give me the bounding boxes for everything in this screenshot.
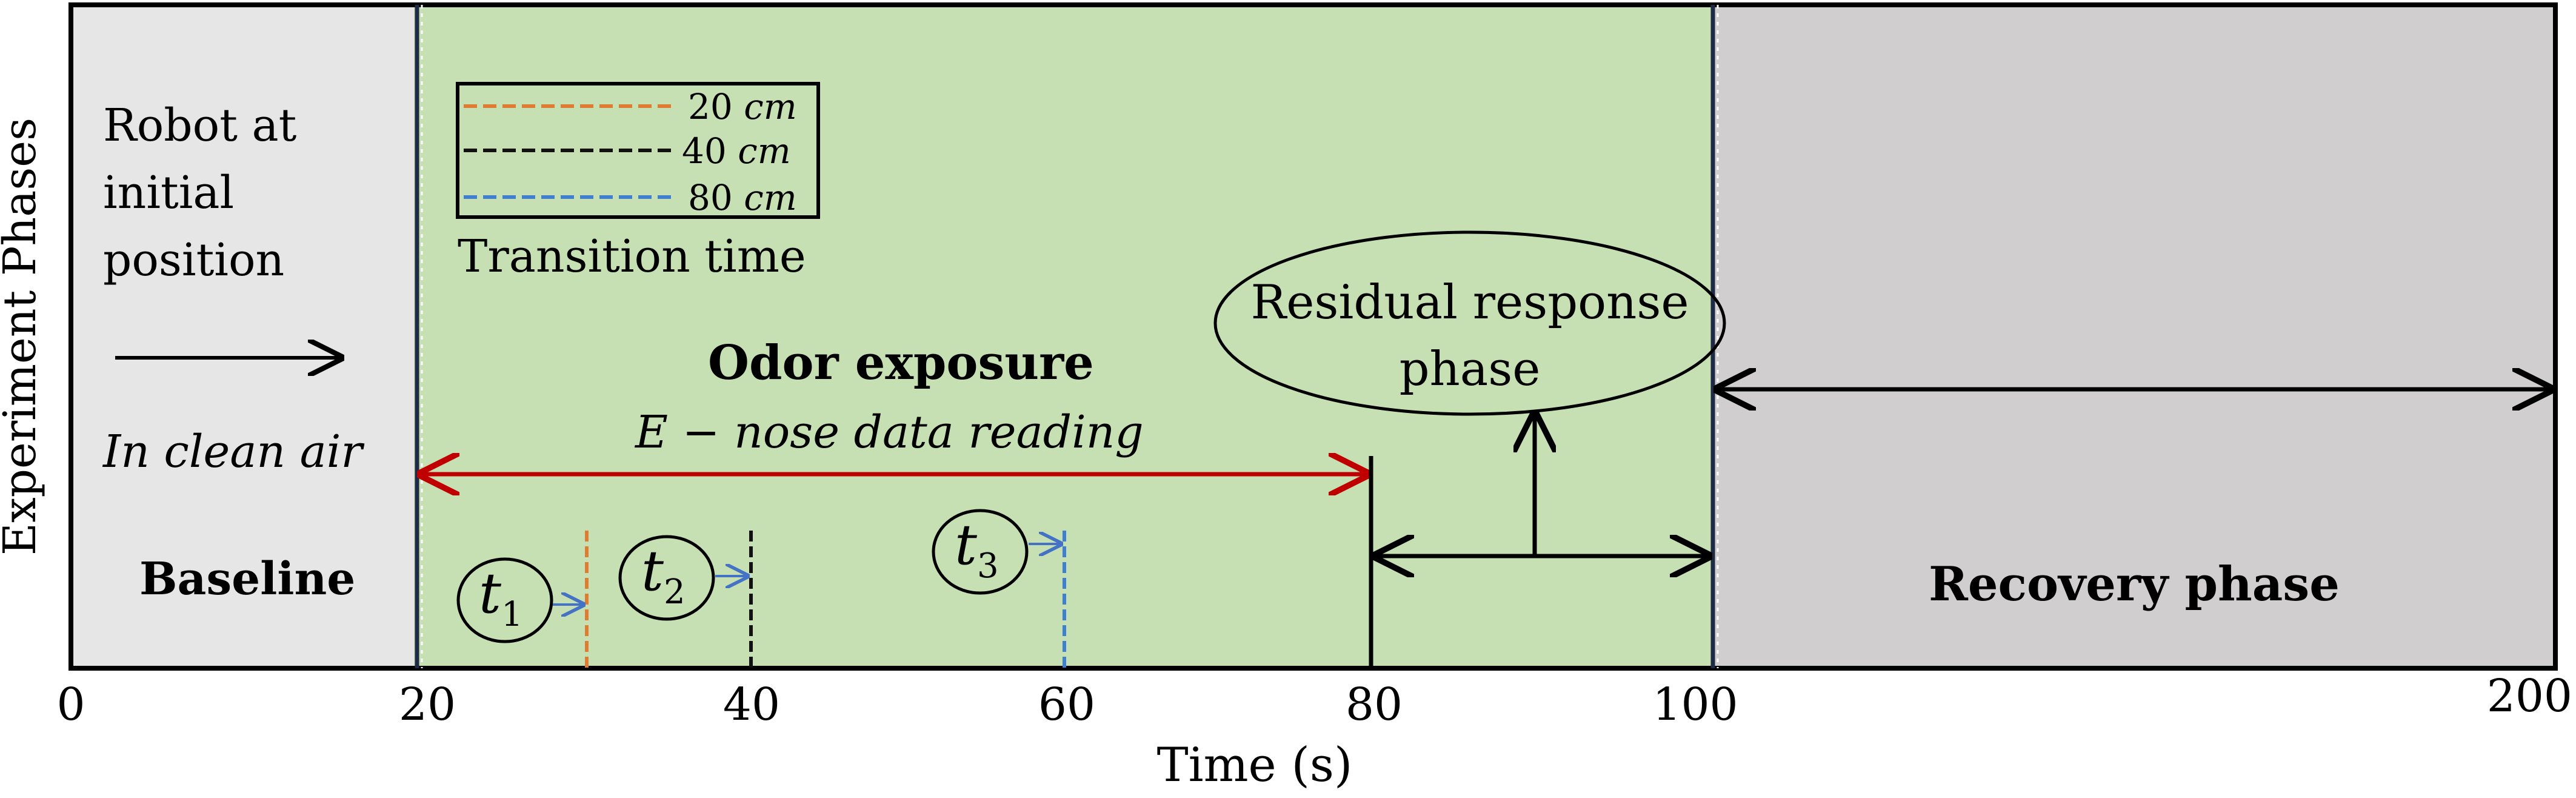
baseline-title: Baseline: [139, 553, 355, 605]
x-tick-60: 60: [1038, 679, 1095, 731]
x-tick-200: 200: [2487, 670, 2572, 722]
legend-box: [456, 82, 820, 219]
t1-label: t1: [479, 561, 523, 634]
baseline-region: [71, 5, 414, 668]
y-axis-label: Experiment Phases: [0, 118, 46, 555]
legend-caption: Transition time: [458, 230, 806, 283]
legend-label-40: 40 cm: [682, 130, 791, 172]
residual-label-line-1: Residual response: [1250, 275, 1689, 330]
baseline-note-line-2: initial: [103, 167, 234, 219]
clean-air-label: In clean air: [102, 426, 365, 478]
baseline-note-line-1: Robot at: [103, 99, 297, 152]
t2-label: t2: [641, 538, 686, 612]
recovery-title: Recovery phase: [1929, 557, 2340, 612]
x-tick-20: 20: [399, 679, 456, 731]
t1-circle: [456, 557, 553, 643]
x-tick-40: 40: [723, 679, 780, 731]
residual-ellipse: [1213, 230, 1726, 416]
t2-circle: [618, 535, 715, 621]
residual-label-line-2: phase: [1400, 342, 1541, 397]
x-tick-80: 80: [1346, 679, 1403, 731]
x-tick-100: 100: [1652, 679, 1738, 731]
x-tick-0: 0: [56, 679, 85, 731]
plot-frame: [68, 2, 2558, 671]
x-axis-label: Time (s): [1157, 738, 1353, 793]
baseline-note-line-3: position: [103, 234, 284, 286]
t3-label: t3: [955, 512, 999, 586]
t3-circle: [932, 509, 1029, 595]
legend-label-80: 80 cm: [688, 177, 797, 218]
odor-title: Odor exposure: [708, 335, 1094, 391]
legend-label-20: 20 cm: [688, 86, 797, 127]
odor-subtitle: E − nose data reading: [634, 406, 1144, 458]
recovery-region: [1713, 5, 2555, 668]
